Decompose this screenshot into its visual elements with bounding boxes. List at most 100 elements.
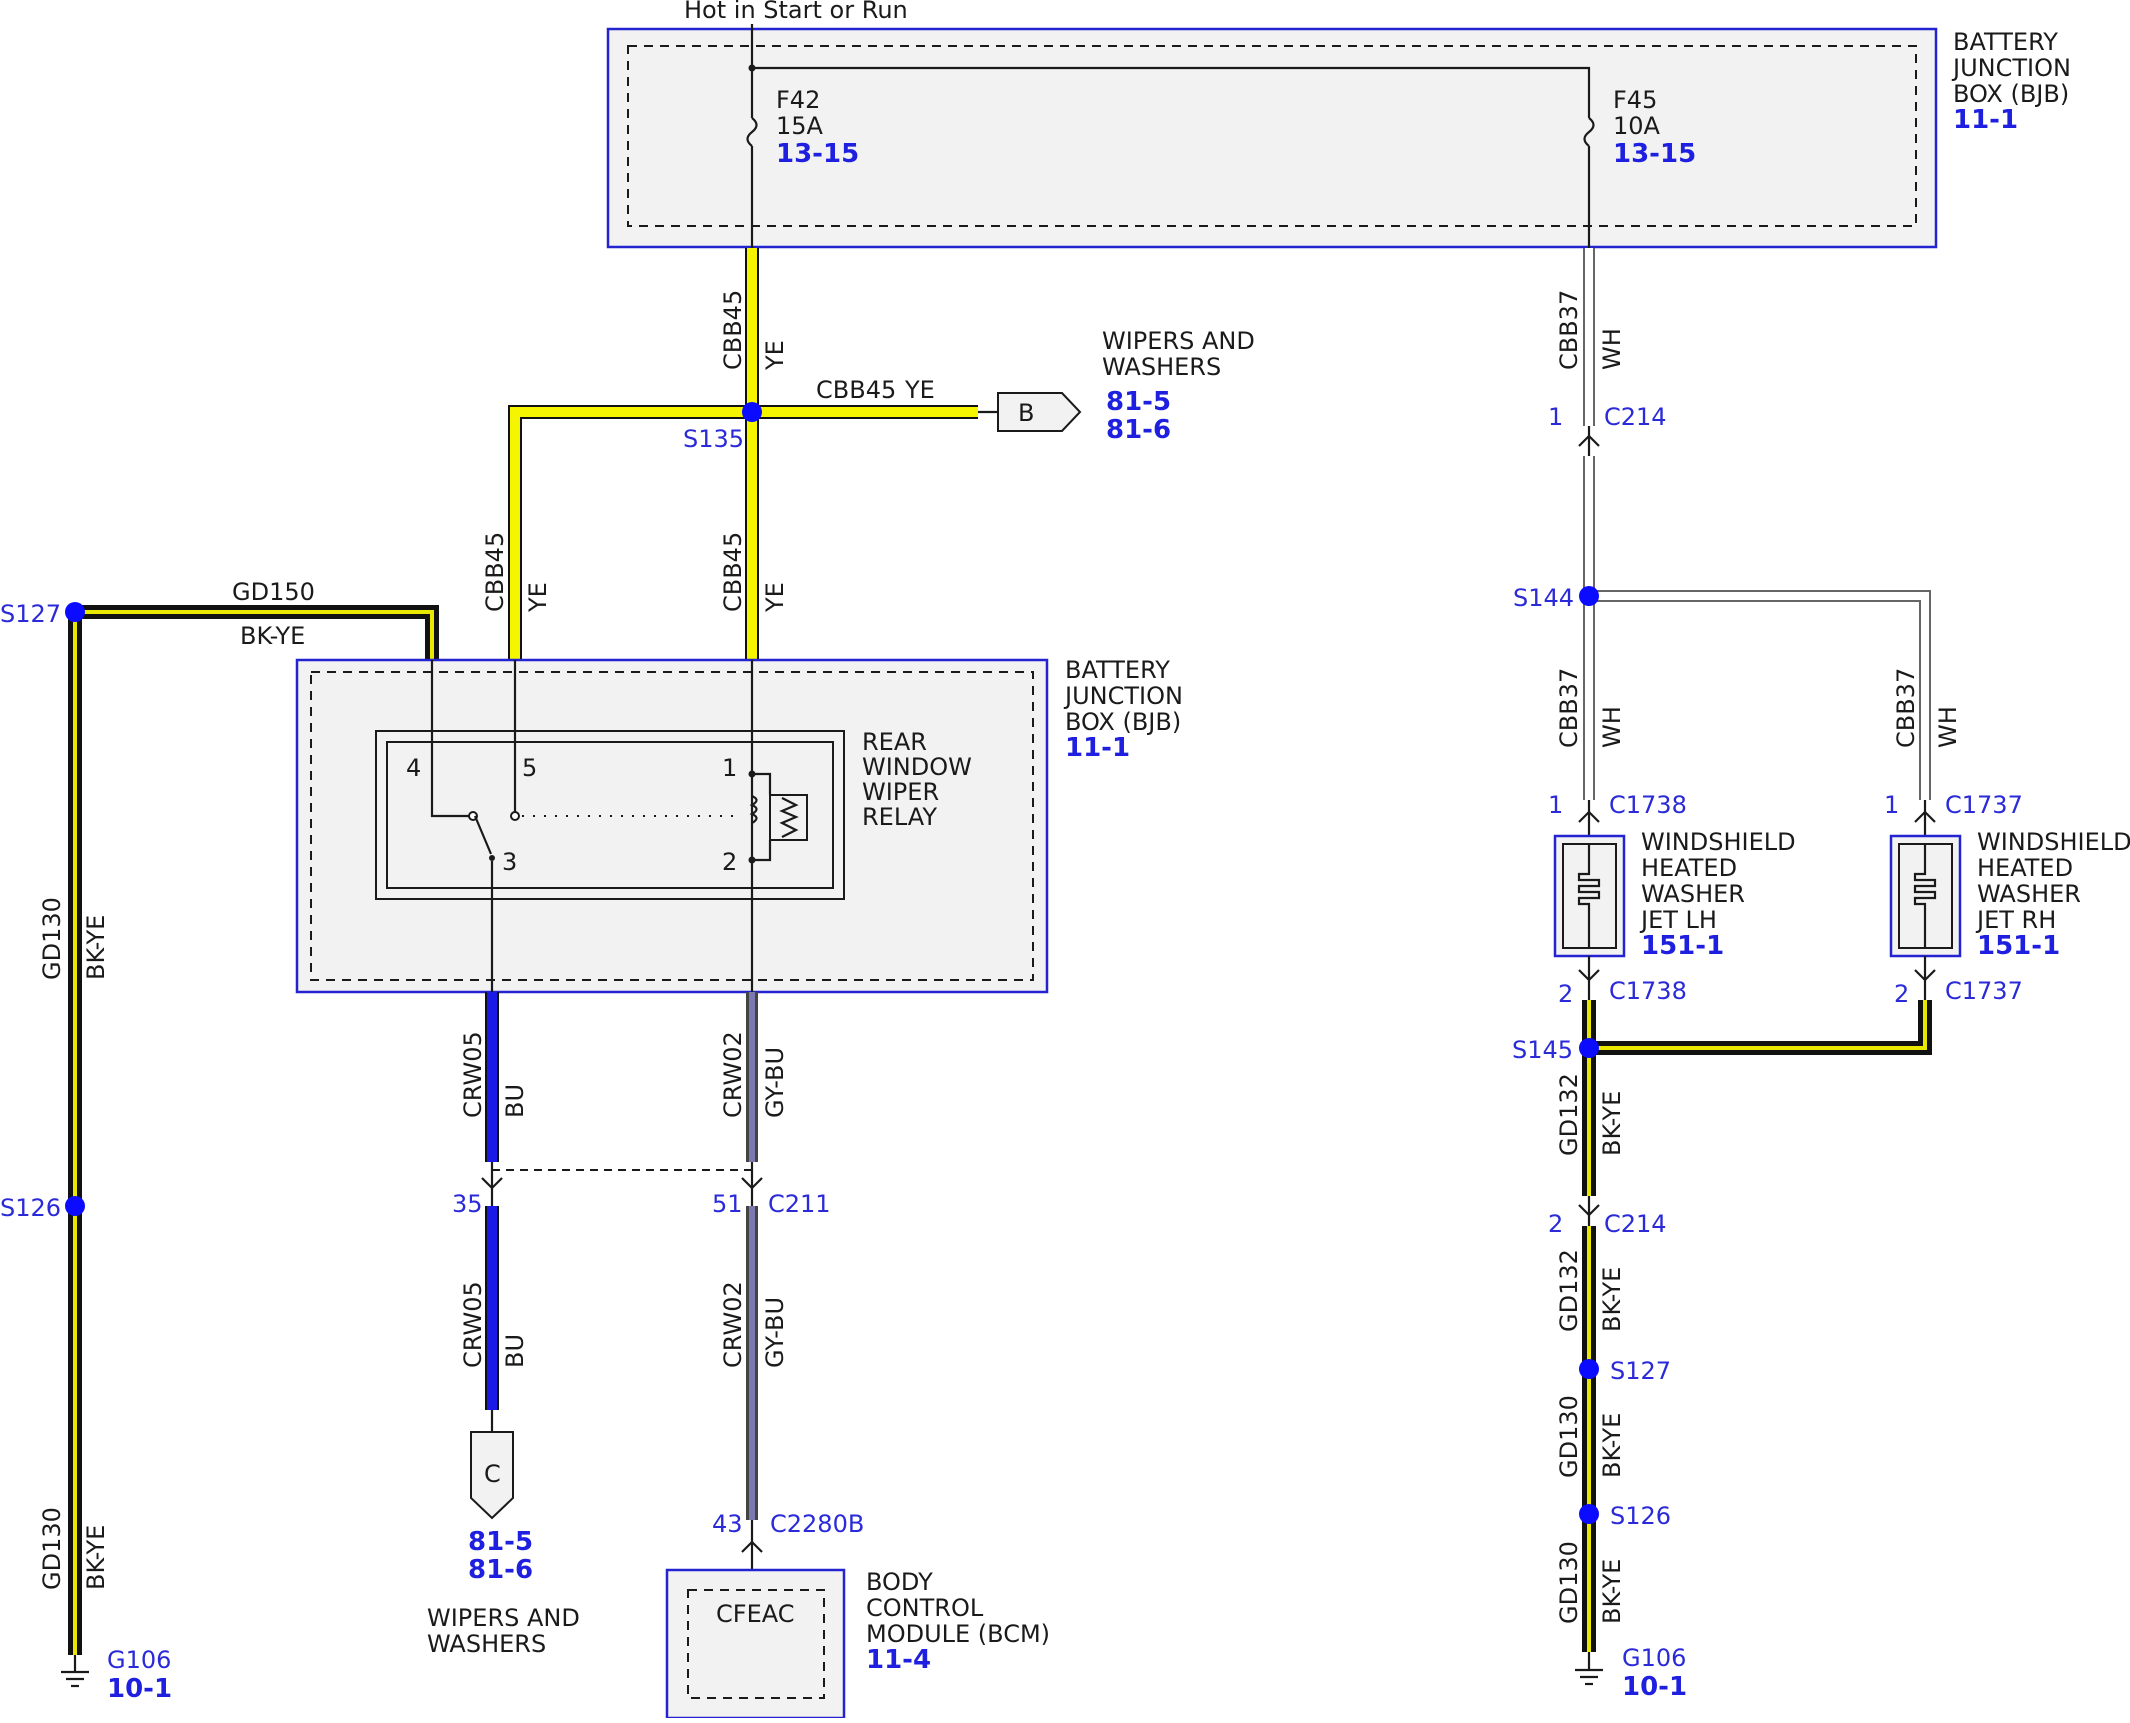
splice-s127-left [65, 602, 85, 622]
relay-coil-top [752, 772, 772, 795]
relay-pin-4: 4 [406, 754, 421, 782]
relay-pin3-contact [489, 855, 495, 861]
jet-lh-name-4: JET LH [1639, 906, 1717, 934]
jet-lh-name-1: WINDSHIELD [1641, 828, 1796, 856]
jet-rh-name-1: WINDSHIELD [1977, 828, 2130, 856]
relay-name-2: WINDOW [862, 753, 972, 781]
gd132-color-1: BK-YE [1598, 1091, 1626, 1156]
splice-s126-right-label: S126 [1610, 1502, 1671, 1530]
bjb-relay-name-3: BOX (BJB) [1065, 708, 1181, 736]
relay-coil-bottom [752, 840, 772, 862]
bjb-relay-inner [310, 671, 1034, 981]
connector-b-ref-1: 81-5 [1106, 387, 1171, 417]
c1738-bottom-pin: 2 [1558, 980, 1573, 1008]
splice-s126-left-label: S126 [0, 1194, 61, 1222]
c211-name: C211 [768, 1190, 831, 1218]
splice-s127-right [1579, 1359, 1599, 1379]
relay-pin-1: 1 [722, 754, 737, 782]
ground-left-ref: 10-1 [107, 1674, 172, 1704]
bjb-top-name-3: BOX (BJB) [1953, 80, 2069, 108]
c1738-top-name: C1738 [1609, 791, 1687, 819]
cbb37-circuit-3: CBB37 [1892, 668, 1920, 748]
cbb45-circuit-1: CBB45 [719, 290, 747, 370]
jet-rh-name-3: WASHER [1977, 880, 2081, 908]
gd130-left-circuit-2: GD130 [38, 1507, 66, 1590]
ground-right-name: G106 [1622, 1644, 1686, 1672]
cbb37-color-1: WH [1598, 328, 1626, 370]
relay-outer [375, 730, 845, 900]
crw02-color-1: GY-BU [761, 1047, 789, 1118]
c1737-bottom-connector-icon [1914, 956, 1936, 1000]
jet-lh-ref: 151-1 [1641, 931, 1724, 961]
relay-name-4: RELAY [862, 803, 937, 831]
cbb37-circuit-1: CBB37 [1555, 290, 1583, 370]
fuse-f42-icon [746, 117, 758, 147]
splice-s144-label: S144 [1513, 584, 1574, 612]
gd130-left-color-1: BK-YE [82, 915, 110, 980]
fuse-f45-name: F45 [1613, 86, 1657, 114]
c1737-top-name: C1737 [1945, 791, 2023, 819]
crw05-color-1: BU [501, 1084, 529, 1118]
relay-name-1: REAR [862, 728, 927, 756]
cbb45-color-2: YE [524, 582, 552, 613]
c214-top-connector-icon [1578, 426, 1600, 456]
c214-top-pin: 1 [1548, 403, 1563, 431]
bjb-top-name-1: BATTERY [1953, 28, 2058, 56]
wire-cbb37 [1583, 248, 1931, 800]
c1737-top-connector-icon [1914, 800, 1936, 836]
c1737-bottom-pin: 2 [1894, 980, 1909, 1008]
bcm-frame [665, 1568, 846, 1720]
gd132-color-2: BK-YE [1598, 1267, 1626, 1332]
gd130-left-color-2: BK-YE [82, 1525, 110, 1590]
hot-in-start-label: Hot in Start or Run [684, 0, 908, 24]
bjb-relay-ref: 11-1 [1065, 733, 1130, 763]
c214-top-name: C214 [1604, 403, 1667, 431]
ground-right-icon [1575, 1652, 1603, 1686]
cbb45-circuit-horiz: CBB45 [816, 376, 896, 404]
relay-switch-arm [473, 815, 493, 855]
bcm-inner-label: CFEAC [716, 1600, 794, 1628]
connector-c-letter: C [484, 1460, 501, 1488]
relay-coil-icon [749, 794, 758, 824]
c2280b-name: C2280B [770, 1510, 864, 1538]
gd150-circuit: GD150 [232, 578, 315, 606]
splice-s145-label: S145 [1512, 1036, 1573, 1064]
gd130-right-color-2: BK-YE [1598, 1559, 1626, 1624]
c1738-bottom-connector-icon [1578, 956, 1600, 1000]
splice-s135-label: S135 [683, 425, 744, 453]
cbb45-color-1: YE [761, 340, 789, 371]
relay-pin5-contact [510, 811, 520, 821]
wipers-washers-c-1: WIPERS AND [427, 1604, 580, 1632]
bcm-name-1: BODY [866, 1568, 933, 1596]
cbb37-color-2: WH [1598, 706, 1626, 748]
relay-inner [386, 741, 834, 889]
cbb45-circuit-3: CBB45 [719, 532, 747, 612]
gd150-color: BK-YE [240, 622, 305, 650]
gd130-right-circuit-1: GD130 [1555, 1395, 1583, 1478]
gd130-right-color-1: BK-YE [1598, 1413, 1626, 1478]
ground-left-name: G106 [107, 1646, 171, 1674]
fuse-f45-icon [1583, 117, 1595, 147]
jet-lh-heater-icon [1577, 844, 1601, 948]
c1737-bottom-name: C1737 [1945, 977, 2023, 1005]
splice-s127-left-label: S127 [0, 600, 61, 628]
c211-pin-35: 35 [452, 1190, 483, 1218]
jet-rh-name-2: HEATED [1977, 854, 2073, 882]
relay-pin-5: 5 [522, 754, 537, 782]
c211-connector-icon [481, 1162, 763, 1206]
bcm-name-2: CONTROL [866, 1594, 984, 1622]
bjb-top-ref: 11-1 [1953, 105, 2018, 135]
relay-pin-2: 2 [722, 848, 737, 876]
fuse-f42-ref: 13-15 [776, 139, 859, 169]
wire-gd132-gd130-right [1582, 1000, 1932, 1652]
wire-gd150-gd130-left [68, 605, 439, 1655]
bjb-relay-name-2: JUNCTION [1063, 682, 1183, 710]
splice-s127-right-label: S127 [1610, 1357, 1671, 1385]
c2280b-pin: 43 [712, 1510, 743, 1538]
ground-left-icon [61, 1655, 89, 1688]
relay-resistor-zigzag [779, 797, 799, 838]
c214-bottom-name: C214 [1604, 1210, 1667, 1238]
bjb-top-frame [606, 27, 1938, 249]
